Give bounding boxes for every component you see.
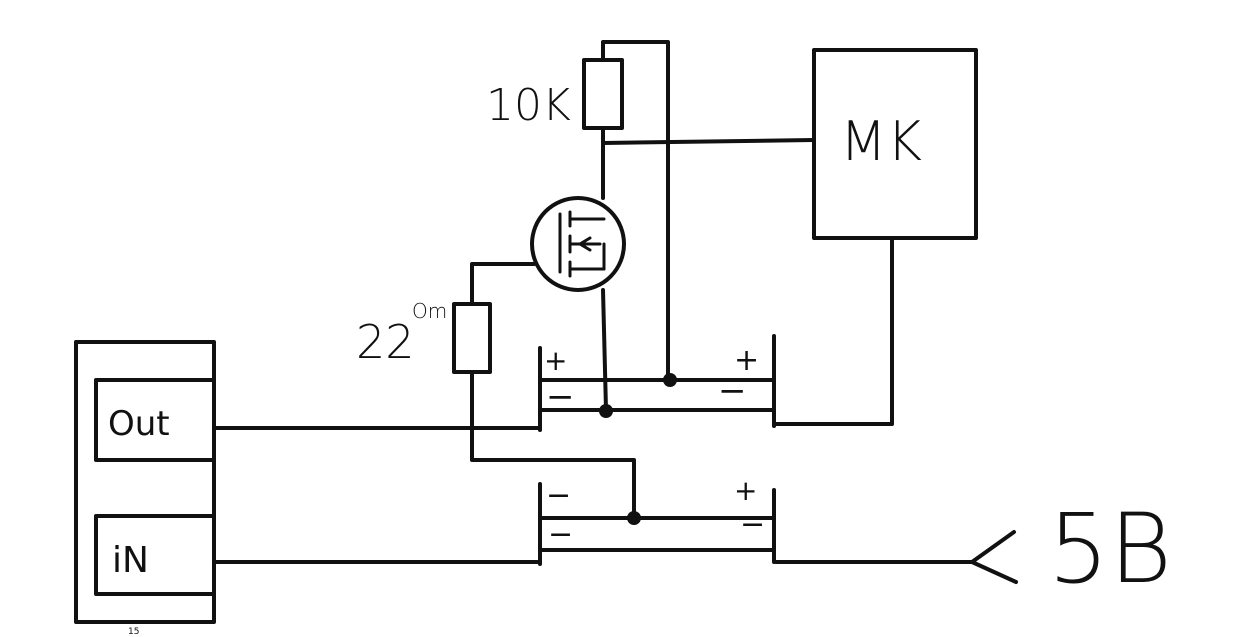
tiny-mark: 15 (128, 627, 139, 637)
wires (212, 40, 1018, 584)
supply-arrow (970, 530, 1018, 584)
pin-out-box (94, 378, 216, 462)
gate-resistor: 22 Om (356, 299, 492, 374)
gate-resistor-body (452, 302, 492, 374)
lower-rail-minus-left-top: − (546, 478, 571, 513)
upper-rail-plus-left: + (544, 344, 567, 377)
wire-source-to-minus (601, 288, 608, 412)
wire-node-to-mcu (601, 138, 816, 145)
pin-in-label: iN (112, 540, 149, 581)
upper-rail: + + − − (538, 334, 776, 432)
connector-outline (74, 340, 216, 624)
wire-gate (470, 262, 536, 306)
pullup-resistor-body (582, 58, 624, 130)
mosfet-circle (530, 196, 626, 292)
pin-in-box (94, 514, 216, 596)
mcu-block: MK (812, 48, 978, 240)
mcu-outline (812, 48, 978, 240)
gate-resistor-label: 22 (356, 315, 415, 369)
wire-gate-resistor-to-lower-rail (470, 370, 636, 520)
mosfet-arrow (577, 236, 592, 252)
wire-pullup-to-plus-rail (601, 40, 670, 382)
upper-rail-plus-right: + (734, 343, 759, 378)
junction-lower-rail (627, 511, 641, 525)
supply-label: 5B (1048, 493, 1172, 605)
junction-minus-rail (599, 404, 613, 418)
lower-rail-plus-right: + (734, 474, 757, 507)
upper-rail-minus-right: − (718, 371, 747, 411)
lower-rail-minus-right: − (740, 507, 765, 542)
upper-rail-minus-left: − (546, 377, 575, 417)
pin-out-label: Out (108, 404, 170, 444)
lower-rail-minus-left: − (548, 517, 573, 552)
pullup-resistor-label: 10K (486, 80, 571, 131)
gate-resistor-unit: Om (412, 299, 447, 323)
mcu-label: MK (840, 110, 922, 173)
wire-mcu-to-upper-rail (774, 238, 894, 426)
lower-rail: − + − − (538, 474, 776, 566)
junction-plus-rail (663, 373, 677, 387)
mosfet (530, 196, 626, 292)
connector-block: Out iN 15 (74, 340, 216, 637)
pullup-resistor: 10K (486, 58, 624, 131)
